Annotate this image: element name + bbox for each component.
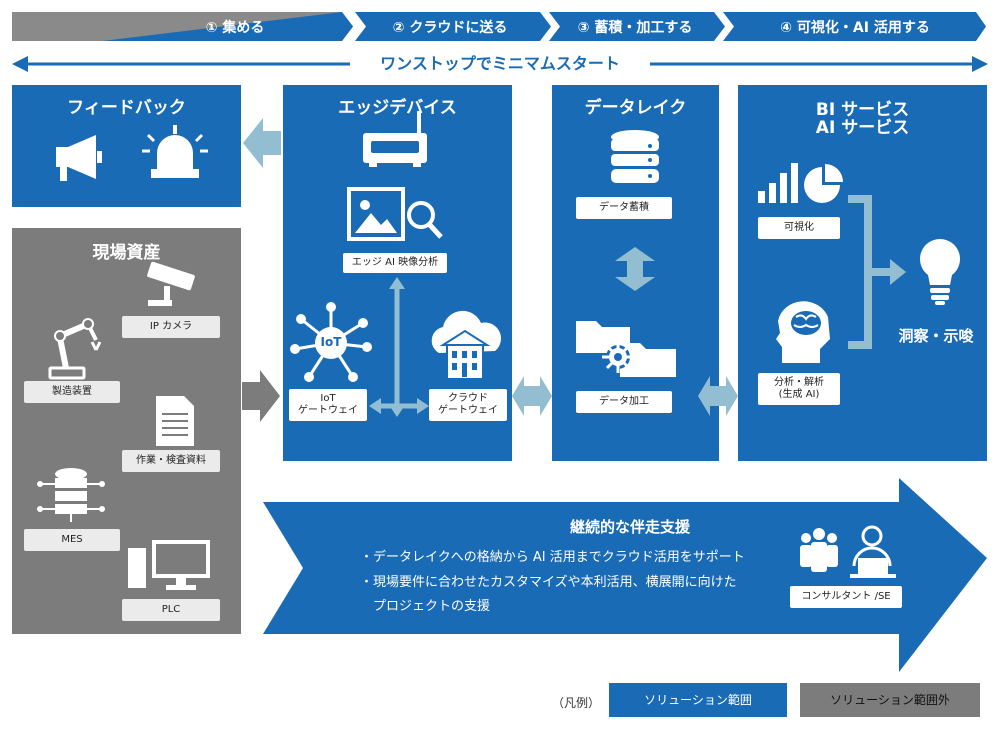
support-bullet-1: ・データレイクへの格納から AI 活用までクラウド活用をサポート: [360, 550, 745, 565]
bi-ai-box: BI サービス AI サービス 可視化 分析・解析 (生成 AI) 洞察・示唆: [738, 85, 987, 461]
edge-lake-arrow: [512, 376, 552, 416]
lightbulb-icon: [920, 239, 960, 305]
step-3-label: ③ 蓄積・加工する: [577, 19, 693, 36]
iot-gateway-line-2: ゲートウェイ: [298, 405, 358, 416]
field-assets-box: 現場資産 IP カメラ 製造装置 作業・検査資料: [12, 228, 241, 634]
step-banner-shapes: [12, 12, 986, 41]
edge-vertical-arrow: [389, 277, 405, 417]
database-network-icon: [37, 468, 105, 522]
field-assets-title: 現場資産: [92, 243, 161, 263]
ip-camera-label: IP カメラ: [122, 316, 220, 338]
data-lake-title: データレイク: [584, 98, 687, 118]
support-title: 継続的な伴走支援: [569, 518, 690, 536]
manufacturing-equipment-label: 製造装置: [24, 381, 120, 403]
legend-in-scope: ソリューション範囲: [609, 683, 787, 717]
data-lake-box: データレイク データ蓄積 データ加工: [552, 85, 719, 461]
iot-gateway-line-1: IoT: [320, 392, 336, 404]
lake-bi-arrow: [698, 376, 738, 416]
step-1-label: ① 集める: [205, 19, 265, 36]
iot-icon-text: IoT: [320, 335, 342, 349]
mes-label: MES: [24, 529, 120, 551]
feedback-box: フィードバック: [12, 85, 241, 207]
bi-bracket-arrow: [848, 195, 906, 349]
plc-computer-icon: [128, 540, 210, 590]
ai-head-brain-icon: [776, 301, 830, 363]
document-icon: [156, 396, 194, 446]
legend-prefix: （凡例）: [552, 696, 601, 710]
edge-device-title: エッジデバイス: [338, 98, 457, 118]
step-4-label: ④ 可視化・AI 活用する: [780, 19, 930, 36]
insight-label: 洞察・示唆: [898, 327, 974, 345]
plc-label: PLC: [122, 599, 220, 621]
step-2-label: ② クラウドに送る: [392, 19, 508, 36]
alarm-light-icon: [142, 125, 208, 178]
analysis-line-1: 分析・解析: [774, 376, 824, 388]
analysis-label: 分析・解析 (生成 AI): [758, 373, 840, 405]
edge-device-box: エッジデバイス エッジ AI 映像分析: [283, 85, 512, 461]
robot-arm-icon: [48, 318, 102, 380]
image-search-icon: [347, 187, 443, 241]
bi-title-line-1: BI サービス: [815, 100, 910, 120]
feedback-arrow: [243, 118, 281, 168]
database-icon: [611, 130, 659, 183]
iot-network-icon: [290, 302, 372, 382]
iot-gateway-label: IoT ゲートウェイ: [289, 389, 367, 421]
data-lake-vertical-arrow: [615, 247, 655, 291]
folder-gear-icon: [576, 321, 676, 377]
step-banner: [12, 12, 986, 41]
consultant-team-icon: [800, 525, 896, 578]
bar-pie-chart-icon: [758, 163, 843, 203]
cloud-gateway-label: クラウド ゲートウェイ: [429, 389, 507, 421]
legend-out-scope: ソリューション範囲外: [800, 683, 980, 717]
consultant-label: コンサルタント /SE: [790, 586, 902, 608]
analysis-line-2: (生成 AI): [778, 389, 820, 400]
work-inspection-docs-label: 作業・検査資料: [122, 450, 220, 472]
edge-horizontal-arrow: [369, 398, 429, 414]
support-bullet-2: ・現場要件に合わせたカスタマイズや本利活用、横展開に向けた: [360, 575, 737, 590]
ip-camera-icon: [147, 261, 195, 306]
feedback-title: フィードバック: [67, 98, 186, 118]
visualize-label: 可視化: [758, 217, 840, 239]
edge-ai-video-label: エッジ AI 映像分析: [343, 253, 447, 273]
onestop-label: ワンストップでミニマムスタート: [350, 53, 650, 75]
cloud-building-icon: [431, 310, 502, 380]
cloud-gateway-line-1: クラウド: [448, 392, 488, 404]
cloud-gateway-line-2: ゲートウェイ: [438, 405, 498, 416]
bi-title-line-2: AI サービス: [815, 118, 910, 138]
support-bullet-3: プロジェクトの支援: [360, 599, 491, 614]
megaphone-icon: [56, 135, 102, 181]
data-processing-label: データ加工: [576, 391, 672, 413]
field-to-edge-arrow: [242, 370, 280, 422]
router-device-icon: [363, 111, 427, 167]
data-storage-label: データ蓄積: [576, 197, 672, 219]
support-big-arrow: [263, 478, 987, 672]
